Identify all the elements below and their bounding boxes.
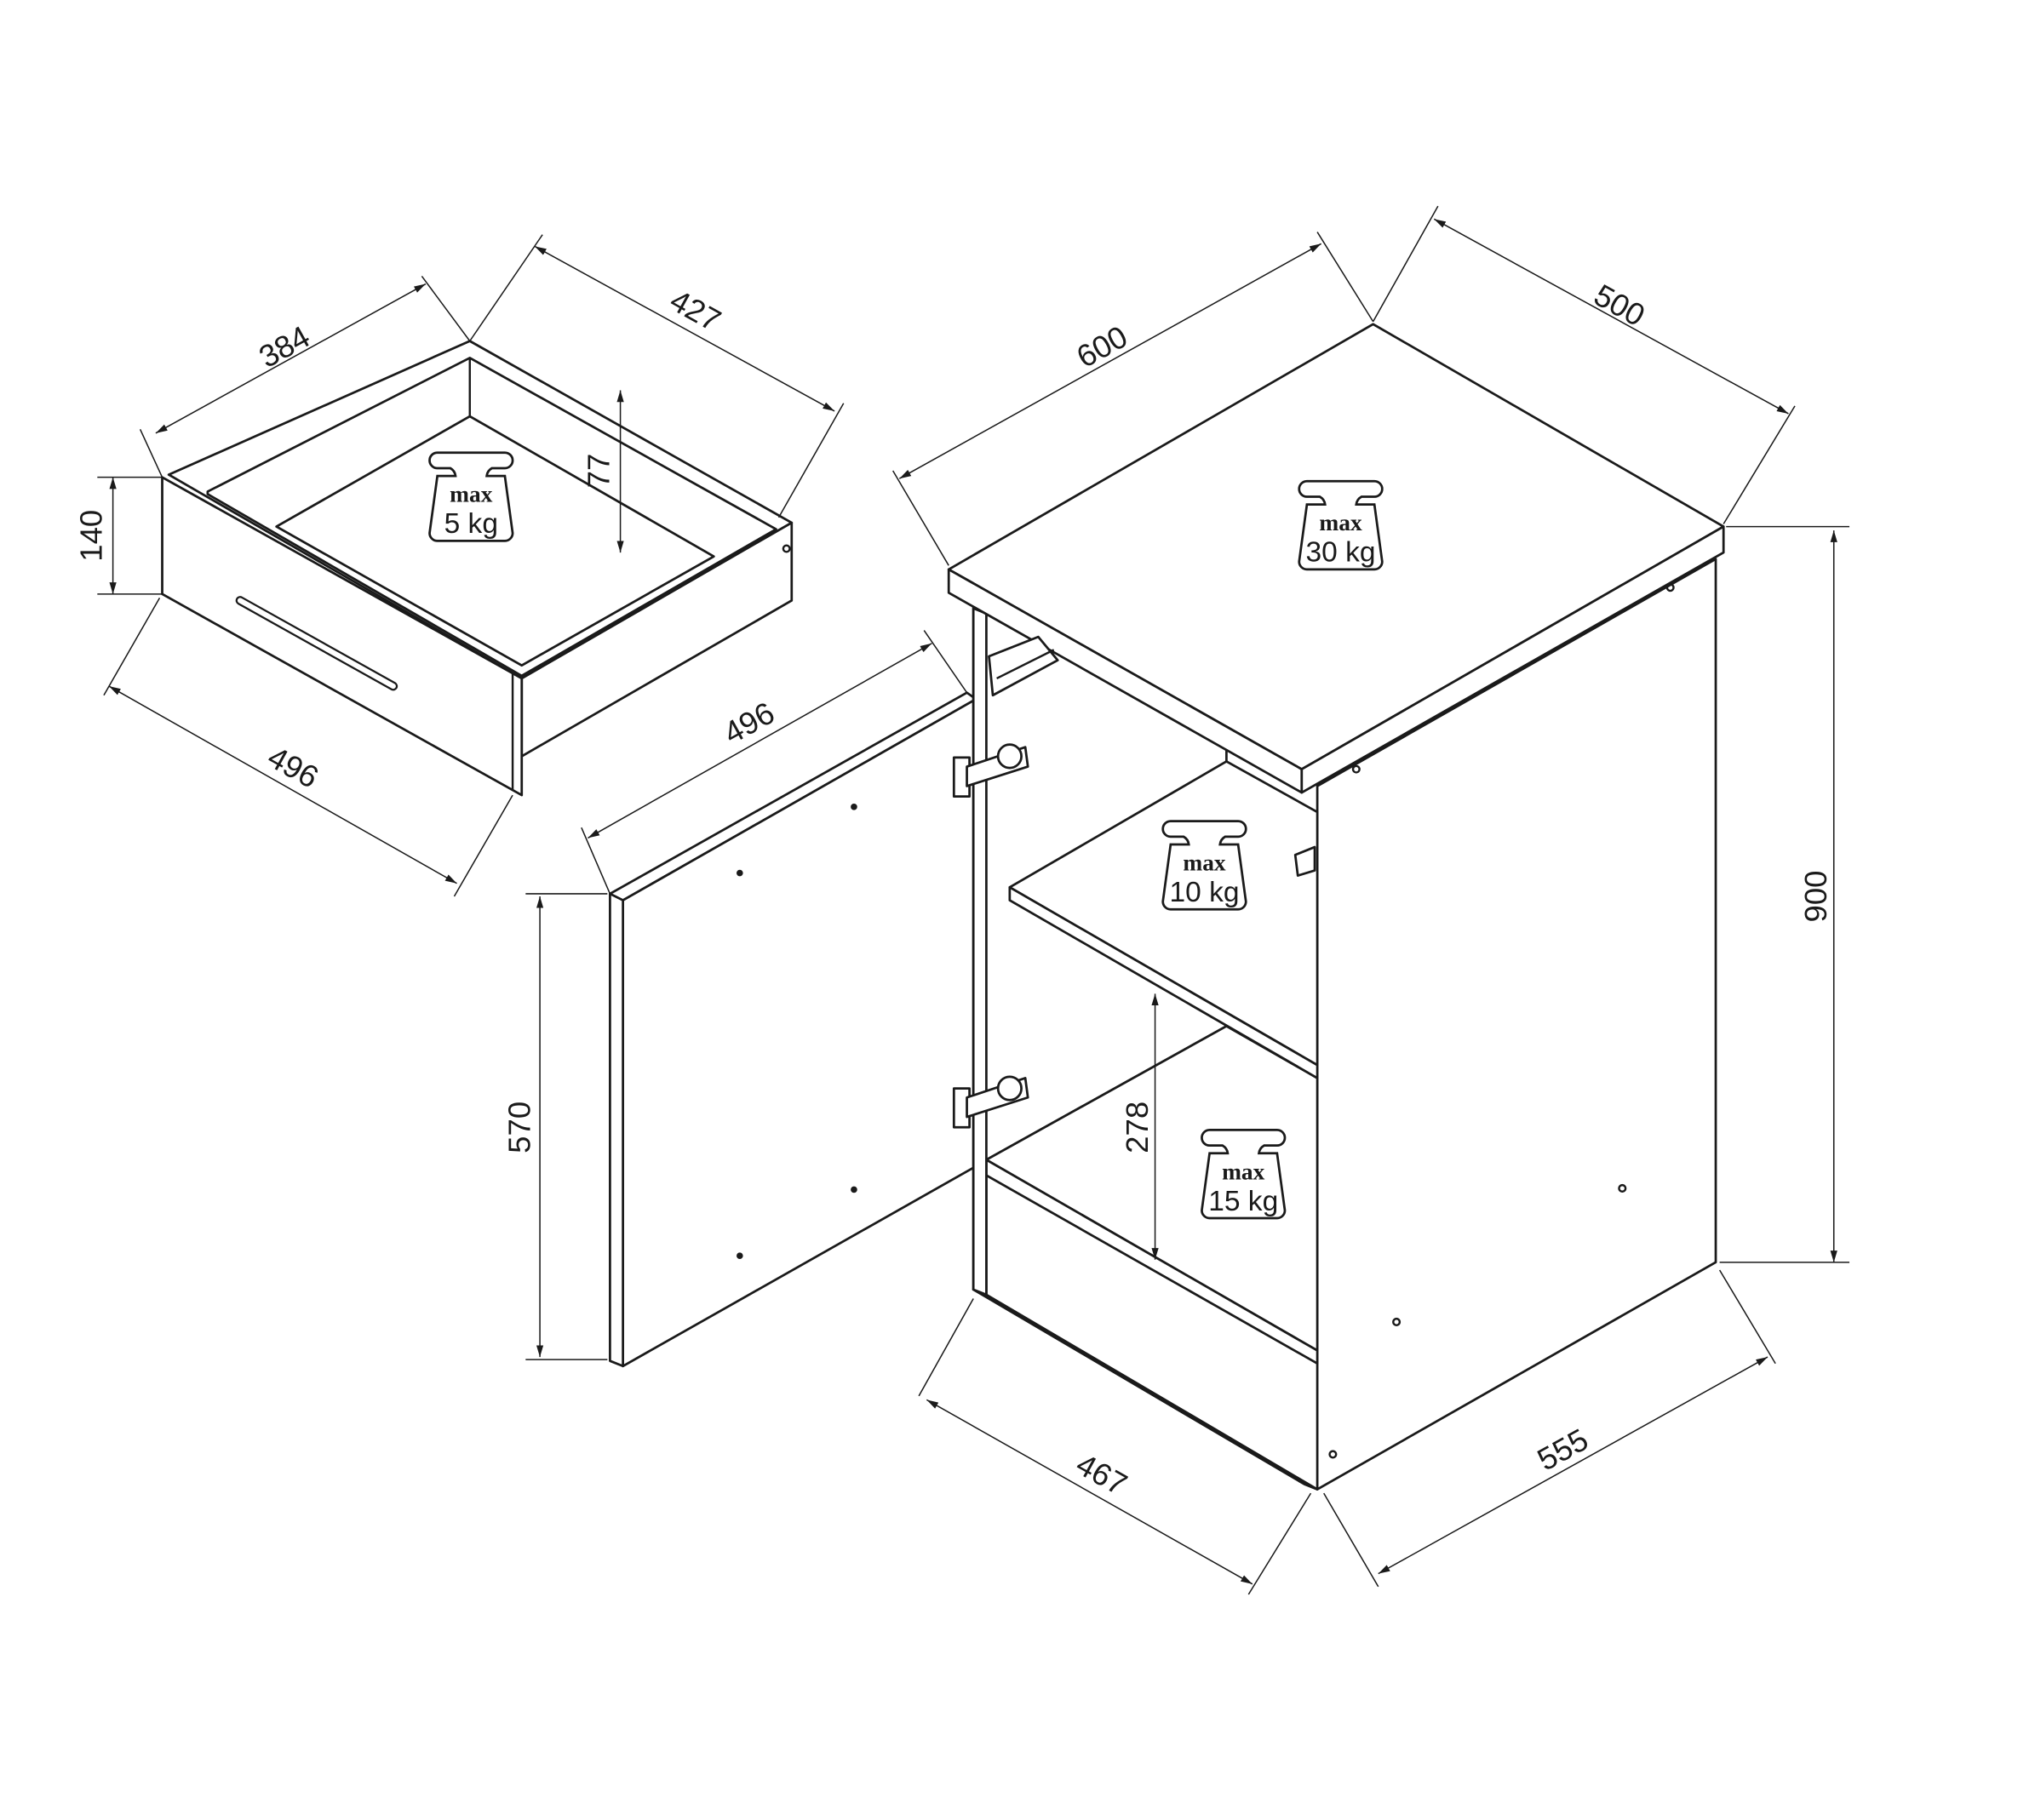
- svg-text:max: max: [450, 482, 493, 507]
- dim-shelf-gap: 278: [1120, 1102, 1155, 1153]
- svg-text:max: max: [1319, 510, 1362, 535]
- dim-door-width: 496: [718, 695, 780, 751]
- weight-icon-shelf: max 10 kg: [1161, 820, 1247, 911]
- hinge-bottom: [952, 1075, 1029, 1129]
- hinge-top: [952, 743, 1029, 798]
- svg-text:15 kg: 15 kg: [1208, 1186, 1278, 1217]
- dim-drawer-height: 140: [73, 510, 108, 562]
- svg-text:10 kg: 10 kg: [1169, 877, 1239, 908]
- dimension-lines: [97, 205, 1850, 1595]
- drawer-runner: [988, 635, 1316, 877]
- dim-cabinet-height: 900: [1798, 870, 1833, 922]
- dim-drawer-depth: 427: [664, 283, 726, 338]
- door: [609, 691, 977, 1368]
- svg-text:30 kg: 30 kg: [1306, 537, 1376, 569]
- dim-drawer-front-width: 496: [262, 739, 324, 794]
- svg-text:max: max: [1183, 850, 1226, 876]
- dim-drawer-inner-width: 384: [253, 319, 315, 375]
- dim-drawer-inner-height: 77: [581, 454, 616, 489]
- dim-cabinet-width: 600: [1071, 319, 1133, 375]
- weight-icon-bottom: max 15 kg: [1201, 1128, 1287, 1220]
- dim-door-height: 570: [502, 1102, 536, 1153]
- weight-icon-top: max 30 kg: [1298, 479, 1384, 571]
- svg-text:max: max: [1222, 1159, 1265, 1184]
- dim-base-width: 467: [1070, 1446, 1132, 1502]
- cabinet: [947, 323, 1725, 1491]
- drawer: [161, 340, 794, 797]
- svg-text:5 kg: 5 kg: [444, 508, 498, 540]
- dim-base-depth: 555: [1532, 1422, 1594, 1477]
- weight-icon-drawer: max 5 kg: [428, 451, 514, 542]
- dim-cabinet-depth: 500: [1588, 278, 1650, 333]
